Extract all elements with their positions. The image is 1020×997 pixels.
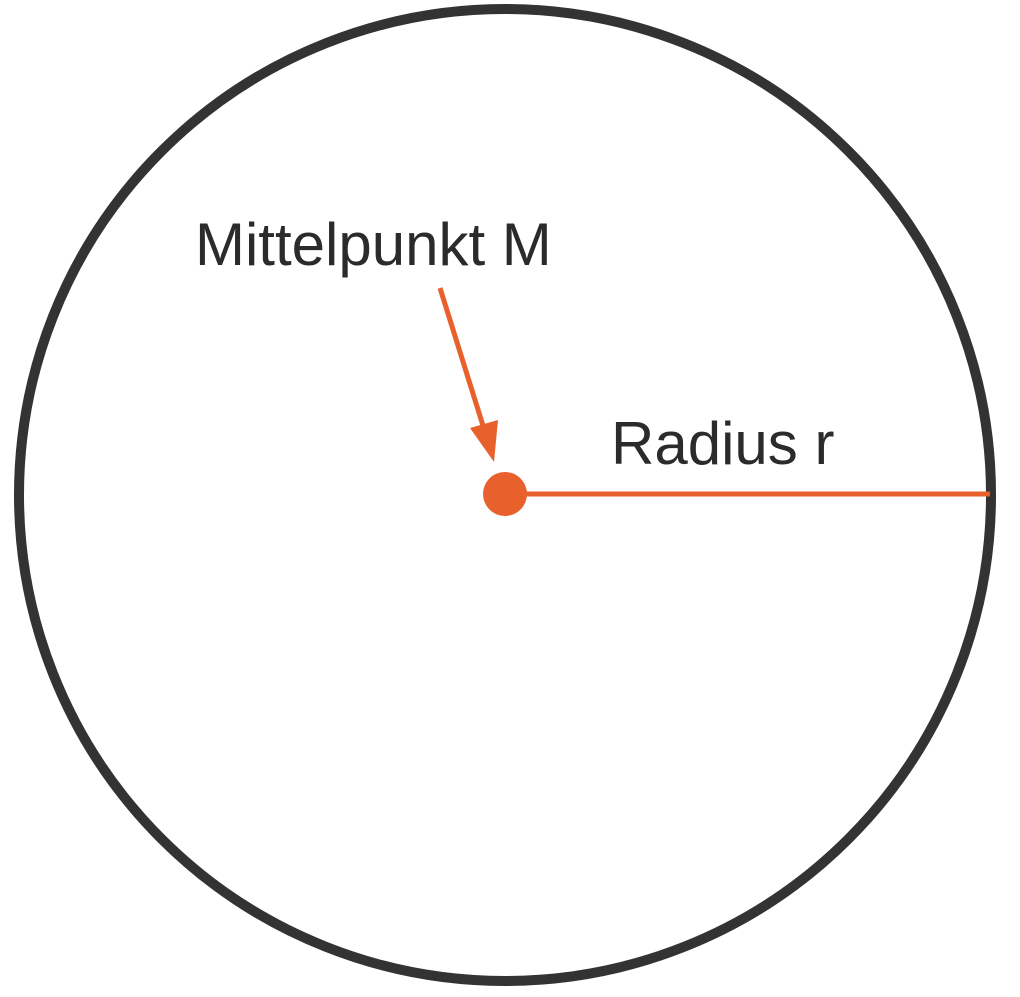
center-arrow-head — [470, 420, 498, 462]
center-point — [483, 472, 527, 516]
center-label: Mittelpunkt M — [195, 211, 552, 278]
circle-outline — [14, 4, 996, 986]
radius-label: Radius r — [611, 410, 834, 477]
center-arrow-shaft — [437, 287, 488, 433]
